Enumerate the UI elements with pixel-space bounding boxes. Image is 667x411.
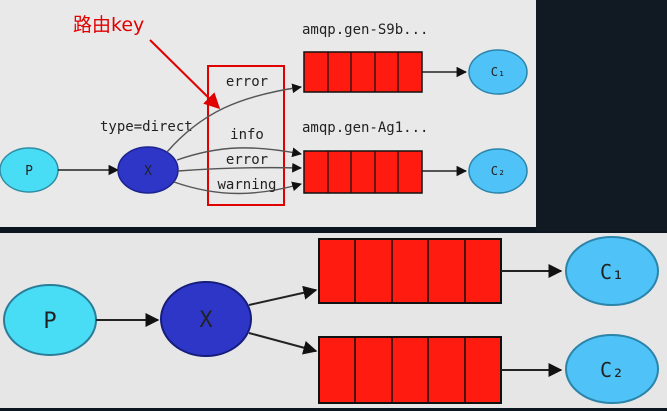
consumer-1-label: C₁ xyxy=(491,65,505,79)
bottom-consumer-2-node xyxy=(565,334,659,404)
consumer-1-node xyxy=(468,49,528,95)
consumer-2-label: C₂ xyxy=(491,164,505,178)
routing-key-error-2: error xyxy=(226,152,268,168)
bottom-fanout-diagram: P X C₁ xyxy=(3,236,659,404)
exchange-label: X xyxy=(144,164,152,179)
bottom-exchange-label: X xyxy=(199,308,213,333)
bottom-consumer-1-node xyxy=(565,236,659,306)
queue-2-name: amqp.gen-Ag1... xyxy=(302,120,428,136)
routing-key-highlight-box xyxy=(207,65,285,206)
binding-warning-to-queue-2 xyxy=(173,181,302,195)
routing-key-annotation: 路由key xyxy=(73,14,144,36)
binding-error-to-queue-2 xyxy=(177,162,302,173)
bottom-exchange-to-queue-1-arrow xyxy=(248,285,318,306)
top-diagram-panel xyxy=(0,0,536,227)
bottom-producer-label: P xyxy=(43,309,56,334)
binding-info-to-queue-2 xyxy=(176,147,302,161)
consumer-2-node xyxy=(468,148,528,194)
dark-side-area xyxy=(536,0,667,231)
bottom-consumer-2-label: C₂ xyxy=(600,358,624,382)
routing-key-warning: warning xyxy=(217,177,276,193)
queue-1-name: amqp.gen-S9b... xyxy=(302,22,428,38)
top-direct-exchange-diagram: 路由key type=direct P X amqp.gen-S9b... am… xyxy=(0,14,528,206)
bottom-queue-2 xyxy=(318,336,502,404)
exchange-node xyxy=(117,146,179,194)
exchange-type-label: type=direct xyxy=(100,119,193,135)
bottom-exchange-to-queue-2-arrow xyxy=(248,332,318,355)
routing-key-info: info xyxy=(230,127,264,143)
routing-key-error-1: error xyxy=(226,74,268,90)
queue-2-top xyxy=(303,150,423,194)
bottom-exchange-node xyxy=(160,281,252,357)
producer-label: P xyxy=(25,164,33,179)
queue-1-top xyxy=(303,51,423,93)
bottom-queue-1 xyxy=(318,238,502,304)
binding-error-to-queue-1 xyxy=(166,83,302,153)
bottom-consumer-1-label: C₁ xyxy=(600,260,624,284)
